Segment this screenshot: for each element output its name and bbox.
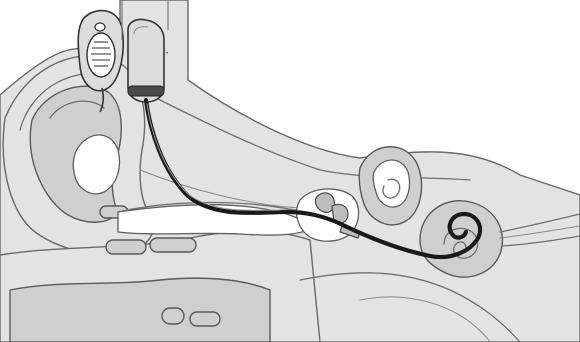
concha [73,135,119,194]
sound-processor-icon: • [128,19,168,102]
bone-island [190,312,220,326]
lower-bone-detail [10,278,270,342]
bone-island [150,238,196,252]
bone-island [162,308,184,324]
coil-inner-ring [87,33,115,77]
bone-island [106,240,146,254]
semicircular-canals-icon [359,147,421,225]
processor-mark: • [166,51,168,57]
coil-magnet [95,23,105,31]
processor-base-band [128,86,164,96]
